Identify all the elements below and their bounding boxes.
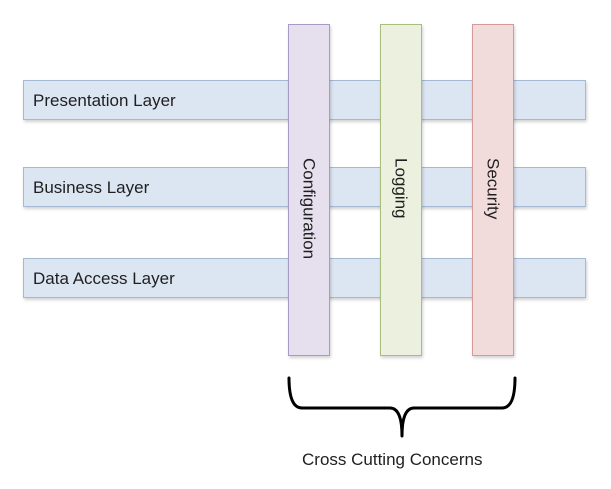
layer-label-data-access: Data Access Layer [33, 269, 175, 288]
concern-label-logging: Logging [391, 158, 411, 219]
concern-configuration: Configuration [288, 24, 330, 356]
brace-caption: Cross Cutting Concerns [302, 450, 483, 469]
layer-label-presentation: Presentation Layer [33, 91, 176, 110]
brace-path [287, 376, 517, 438]
concern-security: Security [472, 24, 514, 356]
curly-brace-icon [287, 376, 517, 438]
concern-label-configuration: Configuration [299, 158, 319, 260]
concern-logging: Logging [380, 24, 422, 356]
concern-label-security: Security [483, 158, 503, 220]
layer-label-business: Business Layer [33, 178, 150, 197]
